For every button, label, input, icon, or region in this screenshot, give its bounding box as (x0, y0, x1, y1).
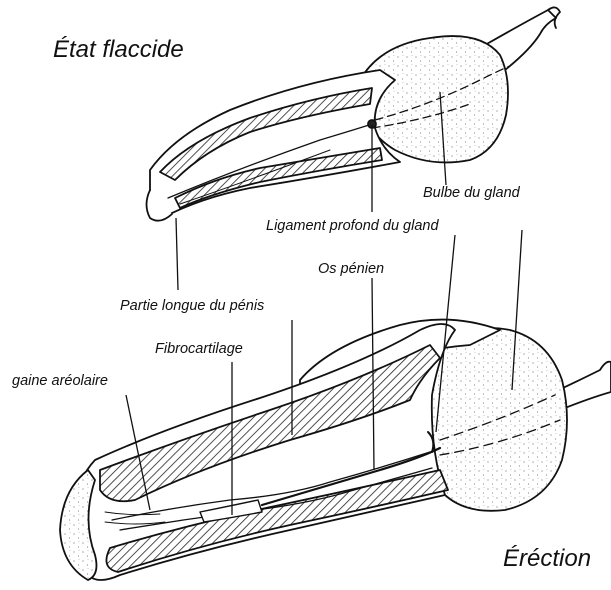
label-fibrocartilage: Fibrocartilage (155, 342, 243, 357)
label-bulb-of-glans: Bulbe du gland (423, 186, 520, 201)
leader-long-part-top (176, 218, 178, 290)
label-baculum: Os pénien (318, 262, 384, 277)
label-long-part: Partie longue du pénis (120, 299, 264, 314)
erect-penis-drawing (60, 320, 611, 580)
label-areolar-sheath: gaine aréolaire (12, 374, 108, 389)
state-label-erect: Éréction (503, 547, 591, 571)
state-label-flaccid: État flaccide (53, 38, 184, 62)
label-deep-ligament: Ligament profond du gland (266, 219, 439, 234)
